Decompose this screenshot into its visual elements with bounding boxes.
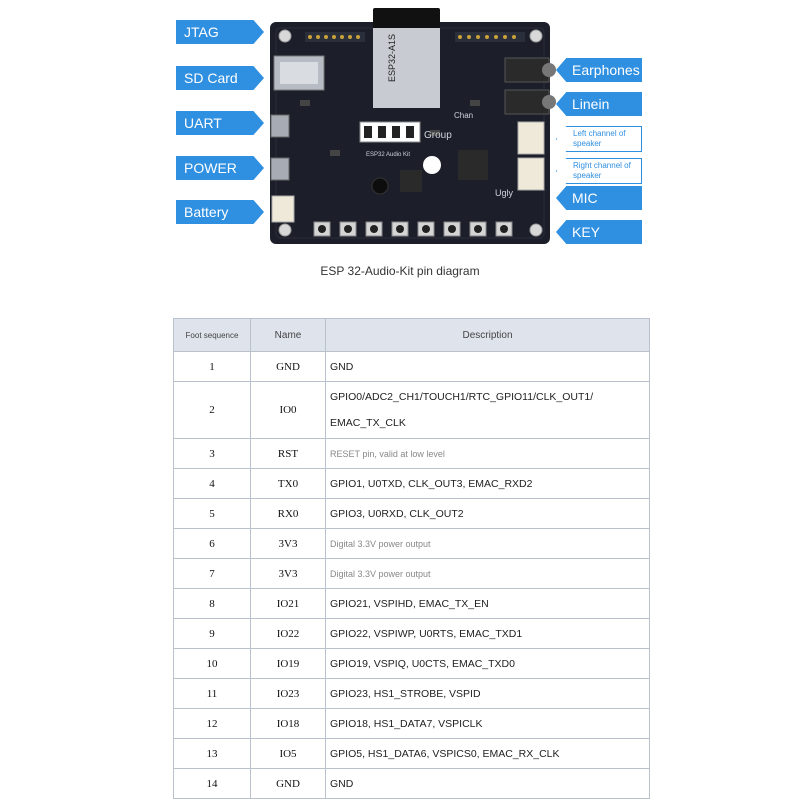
foot-sequence-cell: 5 xyxy=(173,498,251,529)
header-description: Description xyxy=(325,318,650,352)
description-line: GPIO3, U0RXD, CLK_OUT2 xyxy=(330,507,464,520)
pin-name-cell: IO18 xyxy=(250,708,326,739)
pin-name-cell: RST xyxy=(250,438,326,469)
callout-sd-card: SD Card xyxy=(176,66,264,90)
board-diagram: ESP32-A1S ESP32 Audio Kit Chan Group Ugl… xyxy=(0,0,800,260)
foot-sequence-cell: 6 xyxy=(173,528,251,559)
pin-name-cell: GND xyxy=(250,768,326,799)
pin-name-cell: IO0 xyxy=(250,381,326,439)
description-line: GND xyxy=(330,360,354,373)
callout-jtag: JTAG xyxy=(176,20,264,44)
pin-name-cell: TX0 xyxy=(250,468,326,499)
pin-name-cell: 3V3 xyxy=(250,528,326,559)
silk-group: Group xyxy=(424,130,452,141)
description-cell: GPIO18, HS1_DATA7, VSPICLK xyxy=(325,708,650,739)
ai-logo-icon xyxy=(423,156,441,174)
description-cell: GPIO19, VSPIQ, U0CTS, EMAC_TXD0 xyxy=(325,648,650,679)
table-header-row: Foot sequence Name Description xyxy=(173,318,650,352)
description-line: GPIO0/ADC2_CH1/TOUCH1/RTC_GPIO11/CLK_OUT… xyxy=(330,391,594,403)
callout-earphones: Earphones xyxy=(556,58,642,82)
callout-linein: Linein xyxy=(556,92,642,116)
foot-sequence-cell: 13 xyxy=(173,738,251,769)
description-cell: GPIO5, HS1_DATA6, VSPICS0, EMAC_RX_CLK xyxy=(325,738,650,769)
description-line: GND xyxy=(330,777,354,790)
foot-sequence-cell: 14 xyxy=(173,768,251,799)
header-foot-sequence: Foot sequence xyxy=(173,318,251,352)
foot-sequence-cell: 9 xyxy=(173,618,251,649)
callout-power: POWER xyxy=(176,156,264,180)
board-label: ESP32 Audio Kit xyxy=(366,152,410,158)
foot-sequence-cell: 10 xyxy=(173,648,251,679)
description-line: Digital 3.3V power output xyxy=(330,568,431,579)
description-line: GPIO22, VSPIWP, U0RTS, EMAC_TXD1 xyxy=(330,627,523,640)
foot-sequence-cell: 1 xyxy=(173,351,251,382)
description-cell: GPIO1, U0TXD, CLK_OUT3, EMAC_RXD2 xyxy=(325,468,650,499)
pin-name-cell: GND xyxy=(250,351,326,382)
description-cell: GND xyxy=(325,768,650,799)
callout-battery: Battery xyxy=(176,200,264,224)
pin-name-cell: IO23 xyxy=(250,678,326,709)
callout-mic: MIC xyxy=(556,186,642,210)
foot-sequence-cell: 2 xyxy=(173,381,251,439)
description-line: Digital 3.3V power output xyxy=(330,538,431,549)
pin-name-cell: RX0 xyxy=(250,498,326,529)
silk-chan: Chan xyxy=(454,111,473,120)
description-line: RESET pin, valid at low level xyxy=(330,448,445,459)
description-line: GPIO5, HS1_DATA6, VSPICS0, EMAC_RX_CLK xyxy=(330,747,560,760)
board-illustration: ESP32-A1S ESP32 Audio Kit Chan Group Ugl… xyxy=(270,8,556,244)
description-line: GPIO19, VSPIQ, U0CTS, EMAC_TXD0 xyxy=(330,657,515,670)
description-cell: GPIO21, VSPIHD, EMAC_TX_EN xyxy=(325,588,650,619)
pin-name-cell: 3V3 xyxy=(250,558,326,589)
callout-uart: UART xyxy=(176,111,264,135)
header-name: Name xyxy=(250,318,326,352)
foot-sequence-cell: 8 xyxy=(173,588,251,619)
description-cell: RESET pin, valid at low level xyxy=(325,438,650,469)
description-cell: GND xyxy=(325,351,650,382)
callout-right-speaker: Right channel of speaker xyxy=(556,158,642,184)
foot-sequence-cell: 4 xyxy=(173,468,251,499)
description-cell: Digital 3.3V power output xyxy=(325,558,650,589)
pin-name-cell: IO19 xyxy=(250,648,326,679)
callout-left-speaker: Left channel of speaker xyxy=(556,126,642,152)
foot-sequence-cell: 3 xyxy=(173,438,251,469)
pin-name-cell: IO22 xyxy=(250,618,326,649)
description-line: GPIO1, U0TXD, CLK_OUT3, EMAC_RXD2 xyxy=(330,477,533,490)
description-cell: GPIO22, VSPIWP, U0RTS, EMAC_TXD1 xyxy=(325,618,650,649)
description-line: GPIO21, VSPIHD, EMAC_TX_EN xyxy=(330,597,489,610)
description-cell: GPIO23, HS1_STROBE, VSPID xyxy=(325,678,650,709)
foot-sequence-cell: 11 xyxy=(173,678,251,709)
description-line: GPIO23, HS1_STROBE, VSPID xyxy=(330,687,481,700)
description-line: GPIO18, HS1_DATA7, VSPICLK xyxy=(330,717,483,730)
description-cell: GPIO0/ADC2_CH1/TOUCH1/RTC_GPIO11/CLK_OUT… xyxy=(325,381,650,439)
description-cell: Digital 3.3V power output xyxy=(325,528,650,559)
pin-name-cell: IO5 xyxy=(250,738,326,769)
description-line-continued: EMAC_TX_CLK xyxy=(330,417,406,429)
foot-sequence-cell: 7 xyxy=(173,558,251,589)
foot-sequence-cell: 12 xyxy=(173,708,251,739)
description-cell: GPIO3, U0RXD, CLK_OUT2 xyxy=(325,498,650,529)
module-label: ESP32-A1S xyxy=(387,34,397,82)
diagram-caption: ESP 32-Audio-Kit pin diagram xyxy=(320,264,480,278)
callout-key: KEY xyxy=(556,220,642,244)
silk-ugly: Ugly xyxy=(495,188,514,198)
pin-name-cell: IO21 xyxy=(250,588,326,619)
